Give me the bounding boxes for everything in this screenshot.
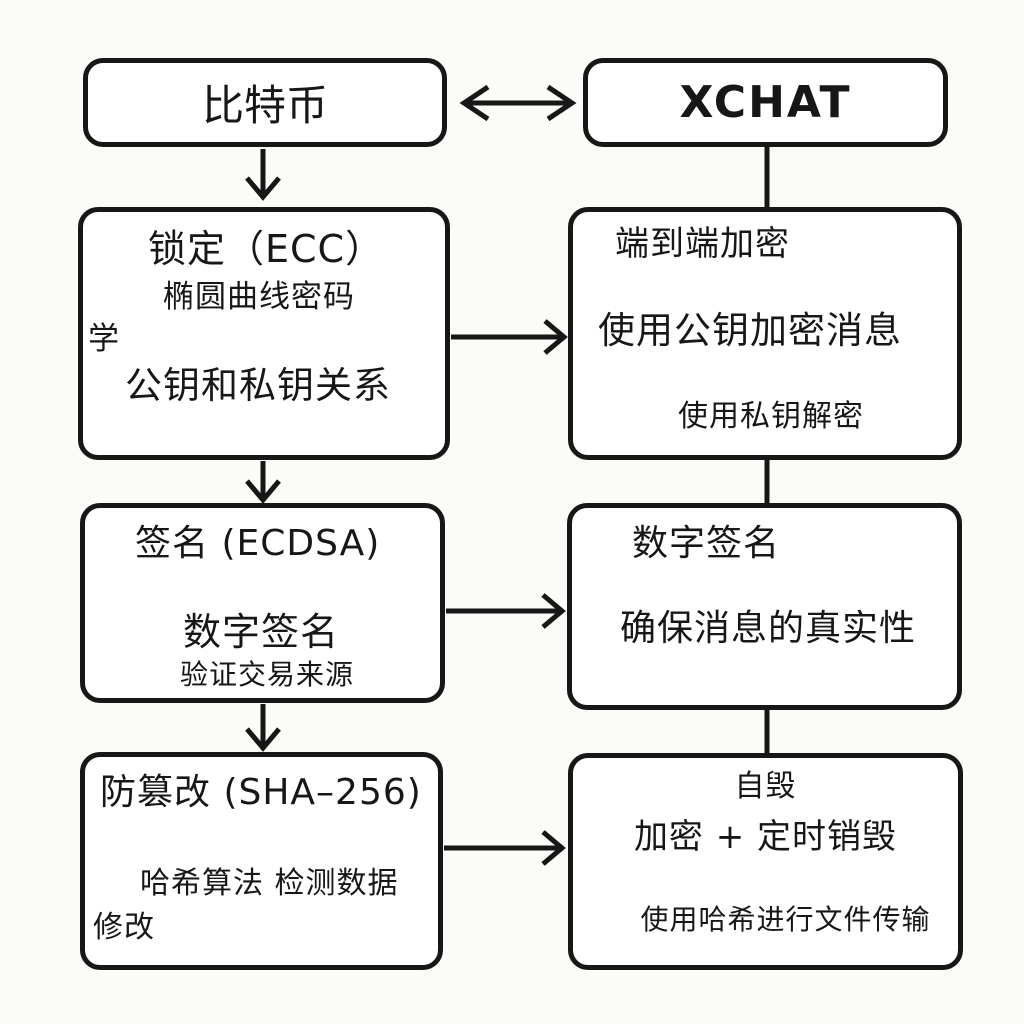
node-ecc-subtitle-line2: 学	[88, 321, 120, 357]
node-self-destruct-detail: 使用哈希进行文件传输	[640, 903, 931, 936]
node-e2e-encryption: 端到端加密 使用公钥加密消息 使用私钥解密	[568, 207, 962, 460]
node-xchat-title: XCHAT	[679, 77, 852, 128]
node-sha256-note-line1: 哈希算法 检测数据	[140, 866, 399, 901]
node-ecdsa-subtitle: 数字签名	[183, 610, 340, 654]
node-self-destruct-title: 自毁	[734, 769, 797, 804]
node-ecc-detail: 公钥和私钥关系	[125, 364, 391, 407]
node-e2e-detail: 使用私钥解密	[678, 399, 864, 434]
down-arrow-ecdsa-to-sha	[245, 704, 281, 752]
node-ecc-lock: 锁定（ECC） 椭圆曲线密码 学 公钥和私钥关系	[78, 207, 450, 460]
node-ecdsa-title: 签名 (ECDSA)	[135, 523, 381, 564]
node-digital-signature-title: 数字签名	[632, 523, 781, 564]
double-arrow-bitcoin-xchat	[459, 84, 577, 122]
node-digital-signature-subtitle: 确保消息的真实性	[620, 608, 917, 649]
node-sha256-tamperproof: 防篡改 (SHA–256) 哈希算法 检测数据 修改	[80, 752, 443, 970]
node-self-destruct-subtitle: 加密 + 定时销毁	[633, 817, 898, 857]
node-bitcoin-title: 比特币	[201, 81, 328, 130]
node-xchat: XCHAT	[583, 58, 948, 147]
node-bitcoin: 比特币	[83, 58, 447, 147]
node-ecdsa-detail: 验证交易来源	[180, 658, 355, 691]
node-ecdsa-sign: 签名 (ECDSA) 数字签名 验证交易来源	[80, 503, 445, 703]
node-sha256-title: 防篡改 (SHA–256)	[100, 772, 422, 813]
node-ecc-title: 锁定（ECC）	[148, 227, 385, 271]
right-arrow-ecdsa-to-signature	[446, 593, 566, 629]
node-e2e-subtitle: 使用公钥加密消息	[598, 309, 902, 352]
right-arrow-ecc-to-e2e	[451, 319, 568, 355]
node-digital-signature: 数字签名 确保消息的真实性	[567, 503, 962, 710]
node-e2e-title: 端到端加密	[615, 224, 790, 264]
down-arrow-ecc-to-ecdsa	[245, 461, 281, 504]
right-arrow-sha-to-selfdestruct	[444, 830, 566, 866]
node-self-destruct: 自毁 加密 + 定时销毁 使用哈希进行文件传输	[568, 753, 963, 970]
node-sha256-note-line2: 修改	[93, 910, 155, 945]
down-arrow-bitcoin-to-ecc	[245, 149, 281, 201]
node-ecc-subtitle-line1: 椭圆曲线密码	[163, 279, 355, 315]
